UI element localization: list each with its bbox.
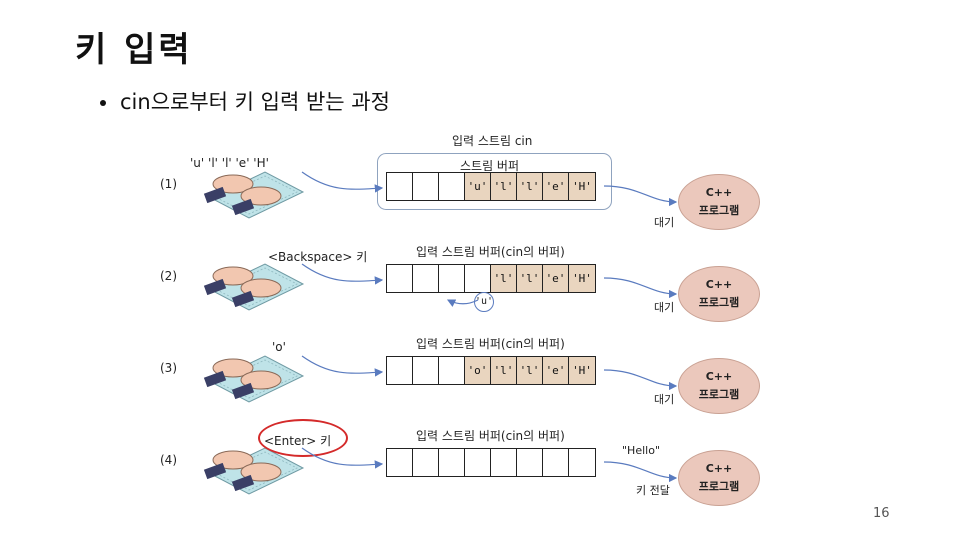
diagram-row: (1)'u' 'l' 'l' 'e' 'H'스트림 버퍼'u''l''l''e'… [0, 0, 960, 230]
row-label: (1) [160, 177, 177, 191]
output-arrow [603, 461, 678, 483]
program-line1: C++ [705, 278, 733, 291]
buffer-caption: 입력 스트림 버퍼(cin의 버퍼) [416, 337, 565, 351]
buffer-cell [517, 449, 543, 476]
diagram-row: (3)'o'입력 스트림 버퍼(cin의 버퍼)'o''l''l''e''H'C… [0, 0, 960, 414]
buffer-cell: 'l' [491, 265, 517, 292]
status-label: 대기 [654, 216, 675, 229]
bullet-text: cin으로부터 키 입력 받는 과정 [120, 90, 390, 114]
slide-title: 키 입력 [75, 30, 193, 70]
stream-box [377, 153, 612, 210]
keyboard-typing-icon [203, 263, 305, 311]
buffer-cell [543, 449, 569, 476]
buffer-cells: 'o''l''l''e''H' [386, 356, 596, 385]
buffer-cells: 'l''l''e''H' [386, 264, 596, 293]
row-label: (2) [160, 269, 177, 283]
buffer-cell [465, 449, 491, 476]
input-arrow [301, 263, 384, 285]
buffer-cell [387, 265, 413, 292]
program-line1: C++ [705, 462, 733, 475]
input-arrow [301, 447, 384, 469]
buffer-caption: 입력 스트림 버퍼(cin의 버퍼) [416, 245, 565, 259]
buffer-cell: 'l' [517, 173, 543, 200]
buffer-cell [439, 357, 465, 384]
buffer-cell: 'o' [465, 357, 491, 384]
buffer-cell: 'u' [465, 173, 491, 200]
sent-string: "Hello" [622, 444, 661, 457]
input-label: 'o' [272, 340, 286, 354]
program-line2: 프로그램 [698, 480, 740, 493]
buffer-cell: 'e' [543, 265, 569, 292]
buffer-cells [386, 448, 596, 477]
buffer-cell: 'l' [491, 357, 517, 384]
program-line2: 프로그램 [698, 296, 740, 309]
row-label: (4) [160, 453, 177, 467]
cpp-program-circle: C++ 프로그램 [678, 358, 760, 414]
page-number: 16 [873, 506, 890, 521]
buffer-cell [413, 449, 439, 476]
cpp-program-circle: C++ 프로그램 [678, 266, 760, 322]
backspace-remove-arrow [446, 299, 479, 307]
output-arrow [603, 277, 678, 299]
status-label: 대기 [654, 393, 675, 406]
buffer-cell: 'H' [569, 265, 595, 292]
buffer-cell [465, 265, 491, 292]
buffer-caption: 스트림 버퍼 [460, 159, 520, 173]
buffer-cell [413, 265, 439, 292]
bullet-dot [100, 100, 106, 106]
cpp-program-circle: C++ 프로그램 [678, 450, 760, 506]
buffer-caption: 입력 스트림 버퍼(cin의 버퍼) [416, 429, 565, 443]
buffer-cells: 'u''l''l''e''H' [386, 172, 596, 201]
buffer-cell [413, 357, 439, 384]
keyboard-typing-icon [203, 171, 305, 219]
program-line2: 프로그램 [698, 388, 740, 401]
bullet-item: cin으로부터 키 입력 받는 과정 [100, 86, 390, 116]
keyboard-typing-icon [203, 447, 305, 495]
buffer-cell: 'l' [491, 173, 517, 200]
buffer-cell: 'l' [517, 265, 543, 292]
buffer-cell [439, 265, 465, 292]
program-line1: C++ [705, 370, 733, 383]
buffer-cell: 'e' [543, 357, 569, 384]
input-arrow [301, 171, 384, 193]
status-label: 키 전달 [636, 484, 670, 497]
buffer-cell: 'H' [569, 357, 595, 384]
buffer-cell [439, 173, 465, 200]
buffer-cell [491, 449, 517, 476]
buffer-cell [439, 449, 465, 476]
input-label: <Backspace> 키 [268, 250, 368, 264]
program-line2: 프로그램 [698, 204, 740, 217]
buffer-cell [413, 173, 439, 200]
program-line1: C++ [705, 186, 733, 199]
buffer-cell: 'H' [569, 173, 595, 200]
output-arrow [603, 185, 678, 207]
buffer-cell [387, 449, 413, 476]
keyboard-typing-icon [203, 355, 305, 403]
row-label: (3) [160, 361, 177, 375]
cpp-program-circle: C++ 프로그램 [678, 174, 760, 230]
buffer-cell [387, 173, 413, 200]
buffer-cell: 'e' [543, 173, 569, 200]
output-arrow [603, 369, 678, 391]
enter-highlight-circle [258, 419, 348, 457]
input-label: 'u' 'l' 'l' 'e' 'H' [190, 156, 269, 170]
status-label: 대기 [654, 301, 675, 314]
buffer-cell: 'l' [517, 357, 543, 384]
input-arrow [301, 355, 384, 377]
stream-title: 입력 스트림 cin [452, 134, 533, 148]
buffer-cell [387, 357, 413, 384]
